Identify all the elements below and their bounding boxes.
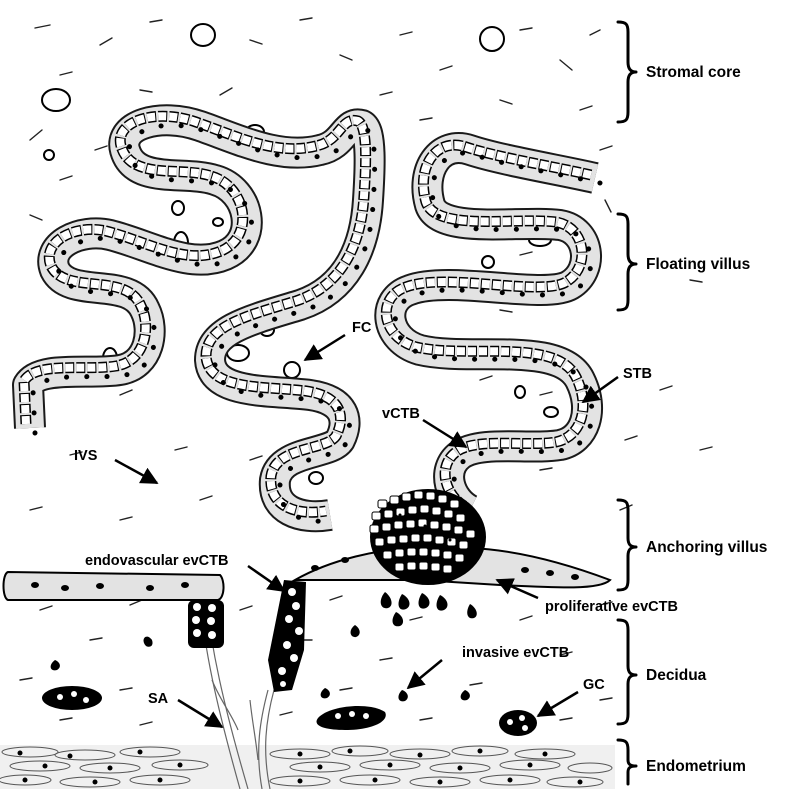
label-stb: STB — [623, 366, 652, 382]
label-floating-villus: Floating villus — [646, 256, 750, 273]
label-decidua: Decidua — [646, 667, 707, 684]
floating-villus-right — [386, 145, 600, 515]
label-invasive-evctb: invasive evCTB — [462, 645, 569, 661]
label-fc: FC — [352, 320, 372, 336]
cell-column — [370, 489, 486, 585]
label-endometrium: Endometrium — [646, 758, 746, 775]
label-gc: GC — [583, 677, 605, 693]
right-braces — [618, 22, 636, 784]
label-ivs: IVS — [74, 448, 98, 464]
label-sa: SA — [148, 691, 169, 707]
anchoring-villus-bar-left — [4, 572, 224, 600]
stromal-texture — [30, 18, 712, 520]
label-anchoring-villus: Anchoring villus — [646, 539, 767, 556]
endometrium-layer — [0, 745, 615, 789]
label-proliferative-evctb: proliferative evCTB — [545, 599, 678, 615]
label-stromal-core: Stromal core — [646, 64, 741, 81]
label-endovascular-evctb: endovascular evCTB — [85, 553, 228, 569]
label-vctb: vCTB — [382, 406, 420, 422]
